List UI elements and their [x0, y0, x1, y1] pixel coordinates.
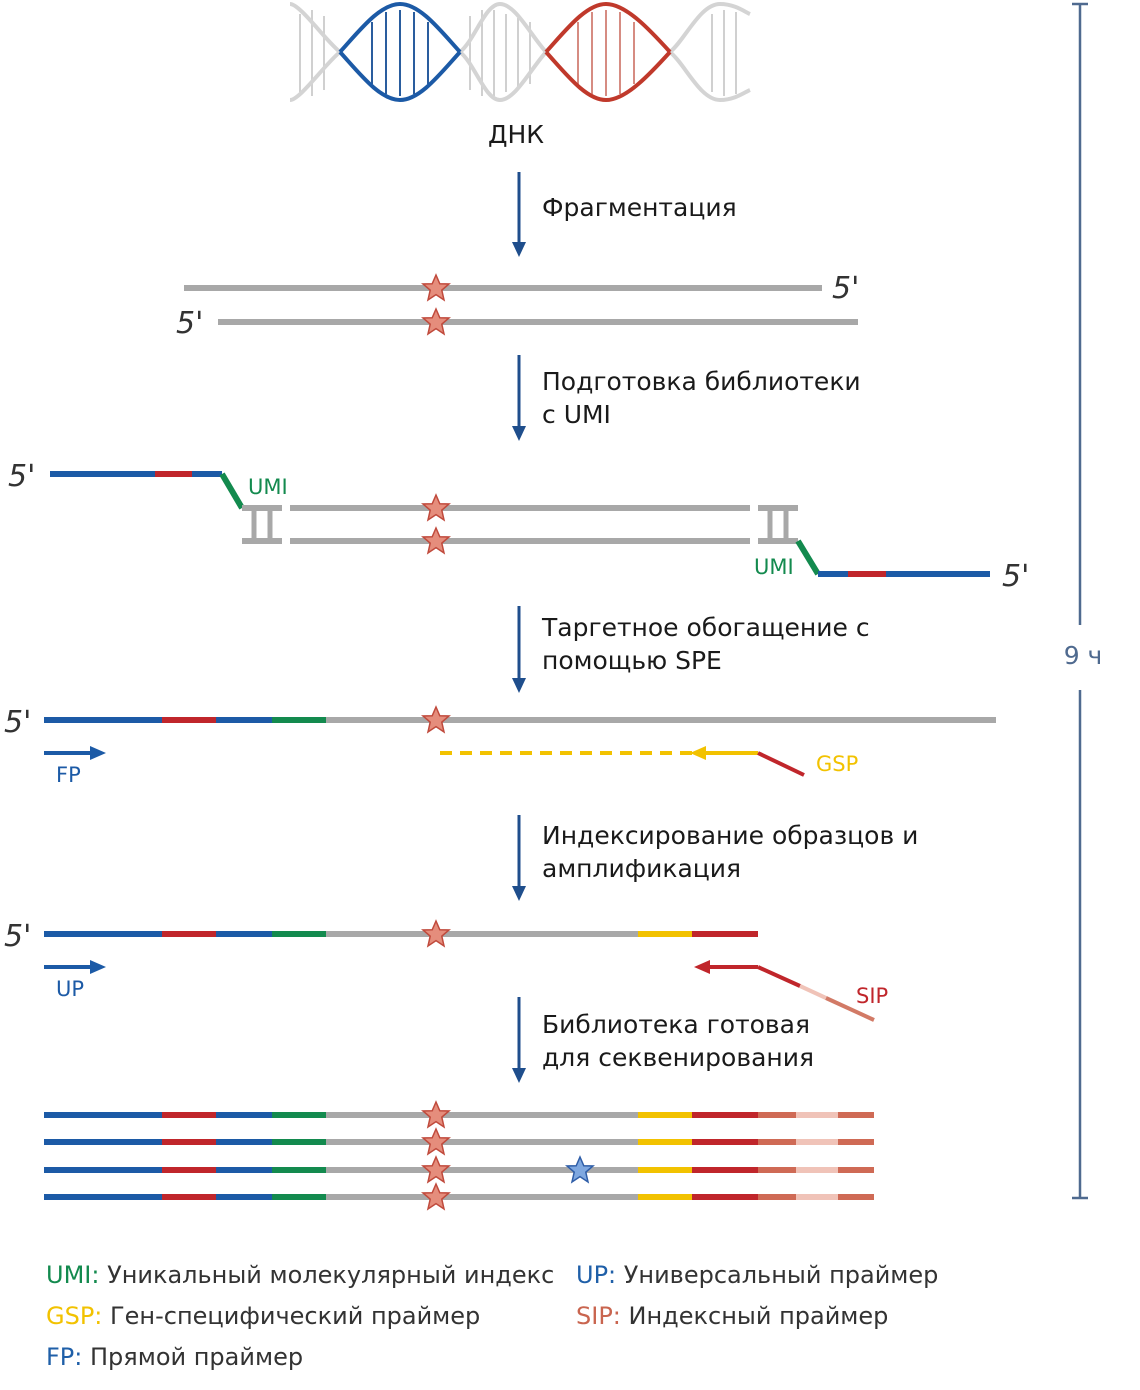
up-tag: UP	[56, 977, 84, 1001]
step-label-indexing-2: амплификация	[542, 854, 741, 883]
mutation-star-icon	[422, 1183, 450, 1210]
legend-item-sip: SIP: Индексный праймер	[576, 1302, 888, 1330]
step-label-ready: Библиотека готовая	[542, 1010, 810, 1039]
mutation-star-icon	[422, 1156, 450, 1183]
step-label-library-prep: Подготовка библиотеки	[542, 367, 861, 396]
time-label: 9 ч	[1064, 641, 1103, 670]
legend-item-fp: FP: Прямой праймер	[46, 1343, 303, 1371]
mutation-star-icon	[422, 1128, 450, 1155]
legend-abbr: UP:	[576, 1261, 616, 1289]
fragment-strands	[184, 274, 858, 335]
library-read	[44, 1101, 874, 1128]
legend-item-umi: UMI: Уникальный молекулярный индекс	[46, 1261, 554, 1289]
adapter-ligated-fragment	[50, 471, 990, 577]
umi-tag: UMI	[248, 475, 288, 499]
step-label-enrichment-2: помощью SPE	[542, 646, 722, 675]
gsp-tag: GSP	[816, 752, 858, 776]
time-bracket	[1072, 2, 1088, 1200]
step-label-library-prep-2: с UMI	[542, 400, 611, 429]
legend: UMI: Уникальный молекулярный индекс UP: …	[46, 1261, 938, 1371]
library-read	[44, 1183, 874, 1210]
legend-text: Ген-специфический праймер	[102, 1302, 480, 1330]
step-label-fragmentation: Фрагментация	[542, 193, 737, 222]
sip-tag: SIP	[856, 984, 888, 1008]
dna-helix-icon	[289, 1, 751, 103]
final-library	[44, 1101, 874, 1210]
step-label-ready-2: для секвенирования	[542, 1043, 814, 1072]
five-prime-label: 5'	[1002, 559, 1029, 594]
legend-abbr: UMI:	[46, 1261, 99, 1289]
legend-abbr: GSP:	[46, 1302, 102, 1330]
legend-abbr: SIP:	[576, 1302, 621, 1330]
five-prime-label: 5'	[4, 919, 31, 954]
umi-tag: UMI	[754, 555, 794, 579]
five-prime-label: 5'	[832, 271, 859, 306]
step-arrow	[512, 172, 526, 1083]
indexing-strand	[44, 920, 875, 1022]
error-star-icon	[566, 1156, 594, 1183]
step-label-enrichment: Таргетное обогащение с	[541, 613, 870, 642]
five-prime-label: 5'	[8, 459, 35, 494]
legend-abbr: FP:	[46, 1343, 82, 1371]
legend-text: Уникальный молекулярный индекс	[99, 1261, 554, 1289]
legend-text: Прямой праймер	[82, 1343, 303, 1371]
enrichment-strand	[44, 706, 996, 777]
legend-item-up: UP: Универсальный праймер	[576, 1261, 938, 1289]
legend-text: Индексный праймер	[621, 1302, 889, 1330]
five-prime-label: 5'	[176, 306, 203, 341]
five-prime-label: 5'	[4, 705, 31, 740]
legend-text: Универсальный праймер	[616, 1261, 938, 1289]
fp-tag: FP	[56, 763, 81, 787]
library-read	[44, 1156, 874, 1183]
legend-item-gsp: GSP: Ген-специфический праймер	[46, 1302, 480, 1330]
step-label-indexing: Индексирование образцов и	[542, 821, 918, 850]
dna-label: ДНК	[488, 120, 544, 149]
mutation-star-icon	[422, 1101, 450, 1128]
library-read	[44, 1128, 874, 1155]
